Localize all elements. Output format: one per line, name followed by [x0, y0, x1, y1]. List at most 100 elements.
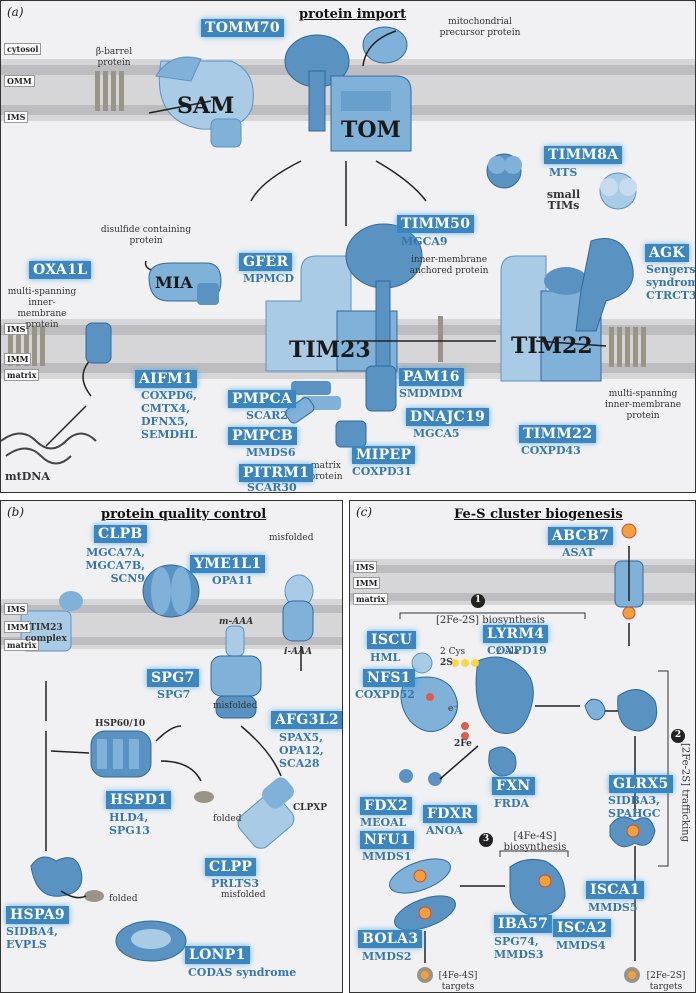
gene-clpb: CLPB	[94, 525, 147, 543]
multi-spanning-left-label: multi-spanning inner-membrane protein	[7, 287, 77, 330]
gene-pmpcb: PMPCB	[228, 427, 298, 445]
mia-label: MIA	[155, 273, 193, 292]
gene-hspa9: HSPA9	[6, 906, 69, 924]
disease-timm8a: MTS	[549, 166, 578, 179]
misfolded-label-3: misfolded	[221, 890, 266, 900]
folded-label-2: folded	[109, 894, 138, 904]
gene-agk: AGK	[645, 244, 689, 262]
disease-hspd1: HLD4, SPG13	[109, 811, 150, 837]
cys-label: 2 Cys	[440, 647, 466, 657]
disease-timm22: COXPD43	[521, 444, 581, 457]
disease-mipep: COXPD31	[352, 465, 412, 478]
gene-nfu1: NFU1	[360, 831, 414, 849]
label-imm: IMM	[4, 353, 32, 365]
panel-b-label: (b)	[7, 505, 25, 519]
gene-iba57: IBA57	[494, 915, 553, 933]
disease-timm50: MGCA9	[401, 235, 448, 248]
label-ims-c: IMS	[353, 561, 378, 573]
gene-lyrm4: LYRM4	[483, 625, 549, 643]
disease-lyrm4: COXPD19	[487, 644, 547, 657]
beta-barrel	[95, 71, 124, 111]
inner-anchored-label: inner-membrane anchored protein	[409, 255, 489, 276]
tim23-complex	[265, 223, 423, 412]
clpxp-protease	[237, 777, 295, 849]
ala-label: 2 Ala	[496, 647, 520, 657]
gene-clpp: CLPP	[205, 858, 257, 876]
sam-complex	[155, 56, 254, 148]
gene-hspd1: HSPD1	[106, 791, 172, 809]
m-aaa-label: m-AAA	[219, 617, 254, 627]
folded-label-1: folded	[213, 814, 242, 824]
iscu-nfs1-complex	[400, 652, 534, 734]
disease-abcb7: ASAT	[562, 546, 595, 559]
panel-c-label: (c)	[356, 505, 373, 519]
panel-a-title: protein import	[299, 7, 407, 22]
gene-nfs1: NFS1	[363, 669, 415, 687]
disease-pmpcb: MMDS6	[246, 446, 296, 459]
oxa1l-protein	[85, 322, 112, 364]
small-tims-label: small TIMs	[546, 188, 581, 212]
step1-label: [2Fe-2S] biosynthesis	[436, 615, 545, 626]
gene-aifm1: AIFM1	[135, 370, 198, 388]
hspd1-chaperonin	[90, 730, 152, 778]
gene-fdx2: FDX2	[360, 797, 412, 815]
disease-aifm1: COXPD6, CMTX4, DFNX5, SEMDHL	[141, 389, 198, 441]
step3-label: [4Fe-4S] biosynthesis	[503, 831, 567, 853]
gene-yme1l1: YME1L1	[190, 555, 266, 573]
disulfide-label: disulfide containing protein	[100, 225, 192, 246]
panel-a-graphics	[1, 26, 695, 465]
disease-spg7: SPG7	[157, 688, 191, 701]
misfolded-label-2: misfolded	[213, 701, 258, 711]
eminus-label: e⁻	[448, 704, 459, 714]
disease-gfer: MPMCD	[243, 272, 294, 285]
disease-fxn: FRDA	[494, 797, 530, 810]
gene-pitrm1: PITRM1	[239, 464, 314, 482]
label-ims: IMS	[4, 111, 29, 123]
disease-agk: Sengers syndrome, CTRCT38	[646, 263, 696, 302]
yme1l1-protease	[282, 574, 314, 642]
fe2-label: 2Fe	[454, 739, 472, 749]
disease-hspa9: SIDBA4, EVPLS	[6, 925, 58, 951]
disease-pitrm1: SCAR30	[247, 481, 297, 493]
label-omm: OMM	[4, 75, 35, 87]
gene-isca2: ISCA2	[553, 919, 611, 937]
disease-nfu1: MMDS1	[362, 850, 412, 863]
gene-iscu: ISCU	[367, 631, 417, 649]
targets2-label: [2Fe-2S] targets	[646, 971, 686, 992]
mia-complex	[148, 262, 222, 305]
multi-spanning-left	[8, 326, 45, 366]
gene-gfer: GFER	[239, 253, 293, 271]
tim23-complex-label: TIM23 complex	[25, 623, 67, 644]
label-imm-b: IMM	[4, 621, 32, 633]
label-cytosol: cytosol	[4, 43, 42, 55]
label-matrix-c: matrix	[353, 593, 389, 605]
gene-fdxr: FDXR	[423, 805, 477, 823]
disease-pmpca: SCAR2	[246, 409, 289, 422]
i-aaa-label: i-AAA	[284, 647, 313, 657]
gene-glrx5: GLRX5	[609, 775, 673, 793]
label-imm-c: IMM	[353, 577, 381, 589]
label-matrix: matrix	[4, 369, 40, 381]
matrix-protein-label: matrix protein	[309, 461, 343, 482]
label-ims-2: IMS	[4, 323, 29, 335]
gene-timm22: TIMM22	[519, 425, 597, 443]
panel-a-label: (a)	[7, 5, 24, 19]
disease-yme1l1: OPA11	[212, 574, 253, 587]
disease-fdx2: MEOAL	[360, 816, 407, 829]
misfolded-label-1: misfolded	[269, 533, 314, 543]
disease-glrx5: SIDBA3, SPAHGC	[608, 794, 661, 820]
gene-fxn: FXN	[492, 777, 535, 795]
gene-timm50: TIMM50	[397, 215, 475, 233]
disease-iscu: HML	[370, 651, 401, 664]
small-tims	[486, 153, 637, 210]
disease-isca1: MMDS5	[588, 901, 638, 914]
gene-isca1: ISCA1	[586, 881, 644, 899]
clpb-hexamer	[142, 564, 200, 618]
mtdna-label: mtDNA	[5, 470, 50, 483]
disease-dnajc19: MGCA5	[413, 427, 460, 440]
disease-bola3: MMDS2	[362, 950, 412, 963]
disease-lonp1: CODAS syndrome	[188, 966, 297, 979]
hspa9-protein	[30, 856, 83, 897]
beta-barrel-label: β-barrel protein	[95, 47, 133, 68]
tom-complex	[284, 26, 412, 152]
